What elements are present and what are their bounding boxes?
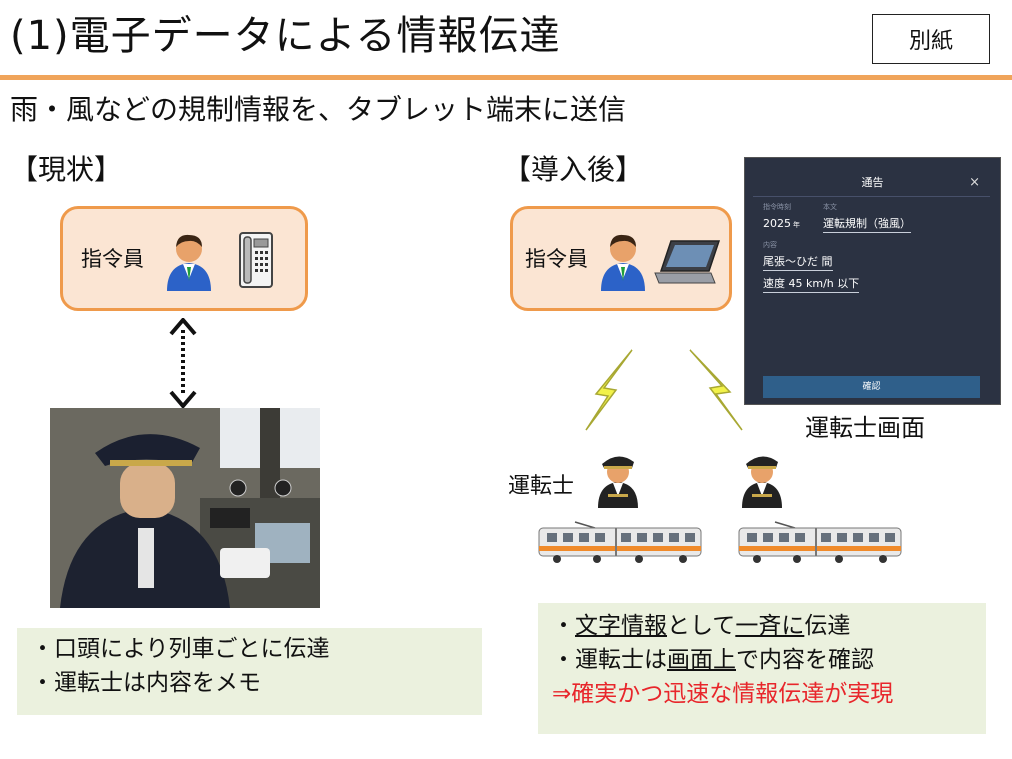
after-note-result: ⇒確実かつ迅速な情報伝達が実現	[552, 681, 894, 707]
tablet-content-label: 内容	[763, 241, 777, 249]
current-dispatcher-box: 指令員	[60, 206, 308, 311]
current-notes: ・口頭により列車ごとに伝達 ・運転士は内容をメモ	[17, 628, 482, 715]
tablet-content-line-2: 速度 45 km/h 以下	[763, 276, 860, 293]
laptop-icon	[654, 240, 721, 284]
attachment-badge-label: 別紙	[908, 29, 953, 54]
after-dispatcher-label: 指令員	[525, 247, 588, 271]
wall-phone-icon	[239, 232, 273, 288]
tablet-date-number: 2025	[763, 217, 791, 230]
dispatcher-person-icon	[167, 234, 211, 291]
tablet-confirm-button[interactable]: 確認	[763, 376, 980, 398]
train-icon	[538, 521, 702, 563]
title-divider	[0, 75, 1012, 80]
page-title: (1)電子データによる情報伝達	[10, 13, 561, 59]
train-icon	[738, 521, 902, 563]
current-note-1: ・口頭により列車ごとに伝達	[31, 636, 330, 662]
driver-person-icon	[742, 456, 782, 508]
tablet-content-line-1: 尾張～ひだ 間	[763, 254, 833, 271]
tablet-body-value: 運転規制（強風）	[823, 216, 911, 233]
after-dispatcher-box: 指令員	[510, 206, 732, 311]
page-subtitle: 雨・風などの規制情報を、タブレット端末に送信	[10, 93, 627, 126]
driver-label: 運転士	[508, 474, 575, 499]
after-note-1: ・文字情報として一斉に伝達	[552, 613, 851, 639]
tablet-close-icon[interactable]: ×	[969, 175, 980, 190]
current-dispatcher-label: 指令員	[81, 247, 144, 271]
driver-person-icon	[598, 456, 638, 508]
current-heading: 【現状】	[10, 153, 123, 186]
after-notes: ・文字情報として一斉に伝達 ・運転士は画面上で内容を確認 ⇒確実かつ迅速な情報伝…	[538, 603, 986, 734]
current-note-2: ・運転士は内容をメモ	[31, 670, 261, 696]
two-way-arrow-icon	[169, 318, 197, 408]
lightning-icon	[585, 349, 633, 431]
tablet-header-divider	[753, 196, 990, 197]
tablet-date-suffix: 年	[793, 221, 800, 229]
driver-cab-photo	[50, 408, 320, 608]
tablet-body-label: 本文	[823, 203, 837, 211]
tablet-date-label: 指令時刻	[763, 203, 791, 211]
after-note-2: ・運転士は画面上で内容を確認	[552, 647, 874, 673]
driver-screen-caption: 運転士画面	[805, 414, 925, 442]
attachment-badge: 別紙	[872, 14, 990, 64]
lightning-icon	[689, 349, 743, 431]
after-heading: 【導入後】	[503, 153, 644, 186]
tablet-header-title: 通告	[861, 176, 884, 189]
dispatcher-person-icon	[601, 234, 645, 291]
